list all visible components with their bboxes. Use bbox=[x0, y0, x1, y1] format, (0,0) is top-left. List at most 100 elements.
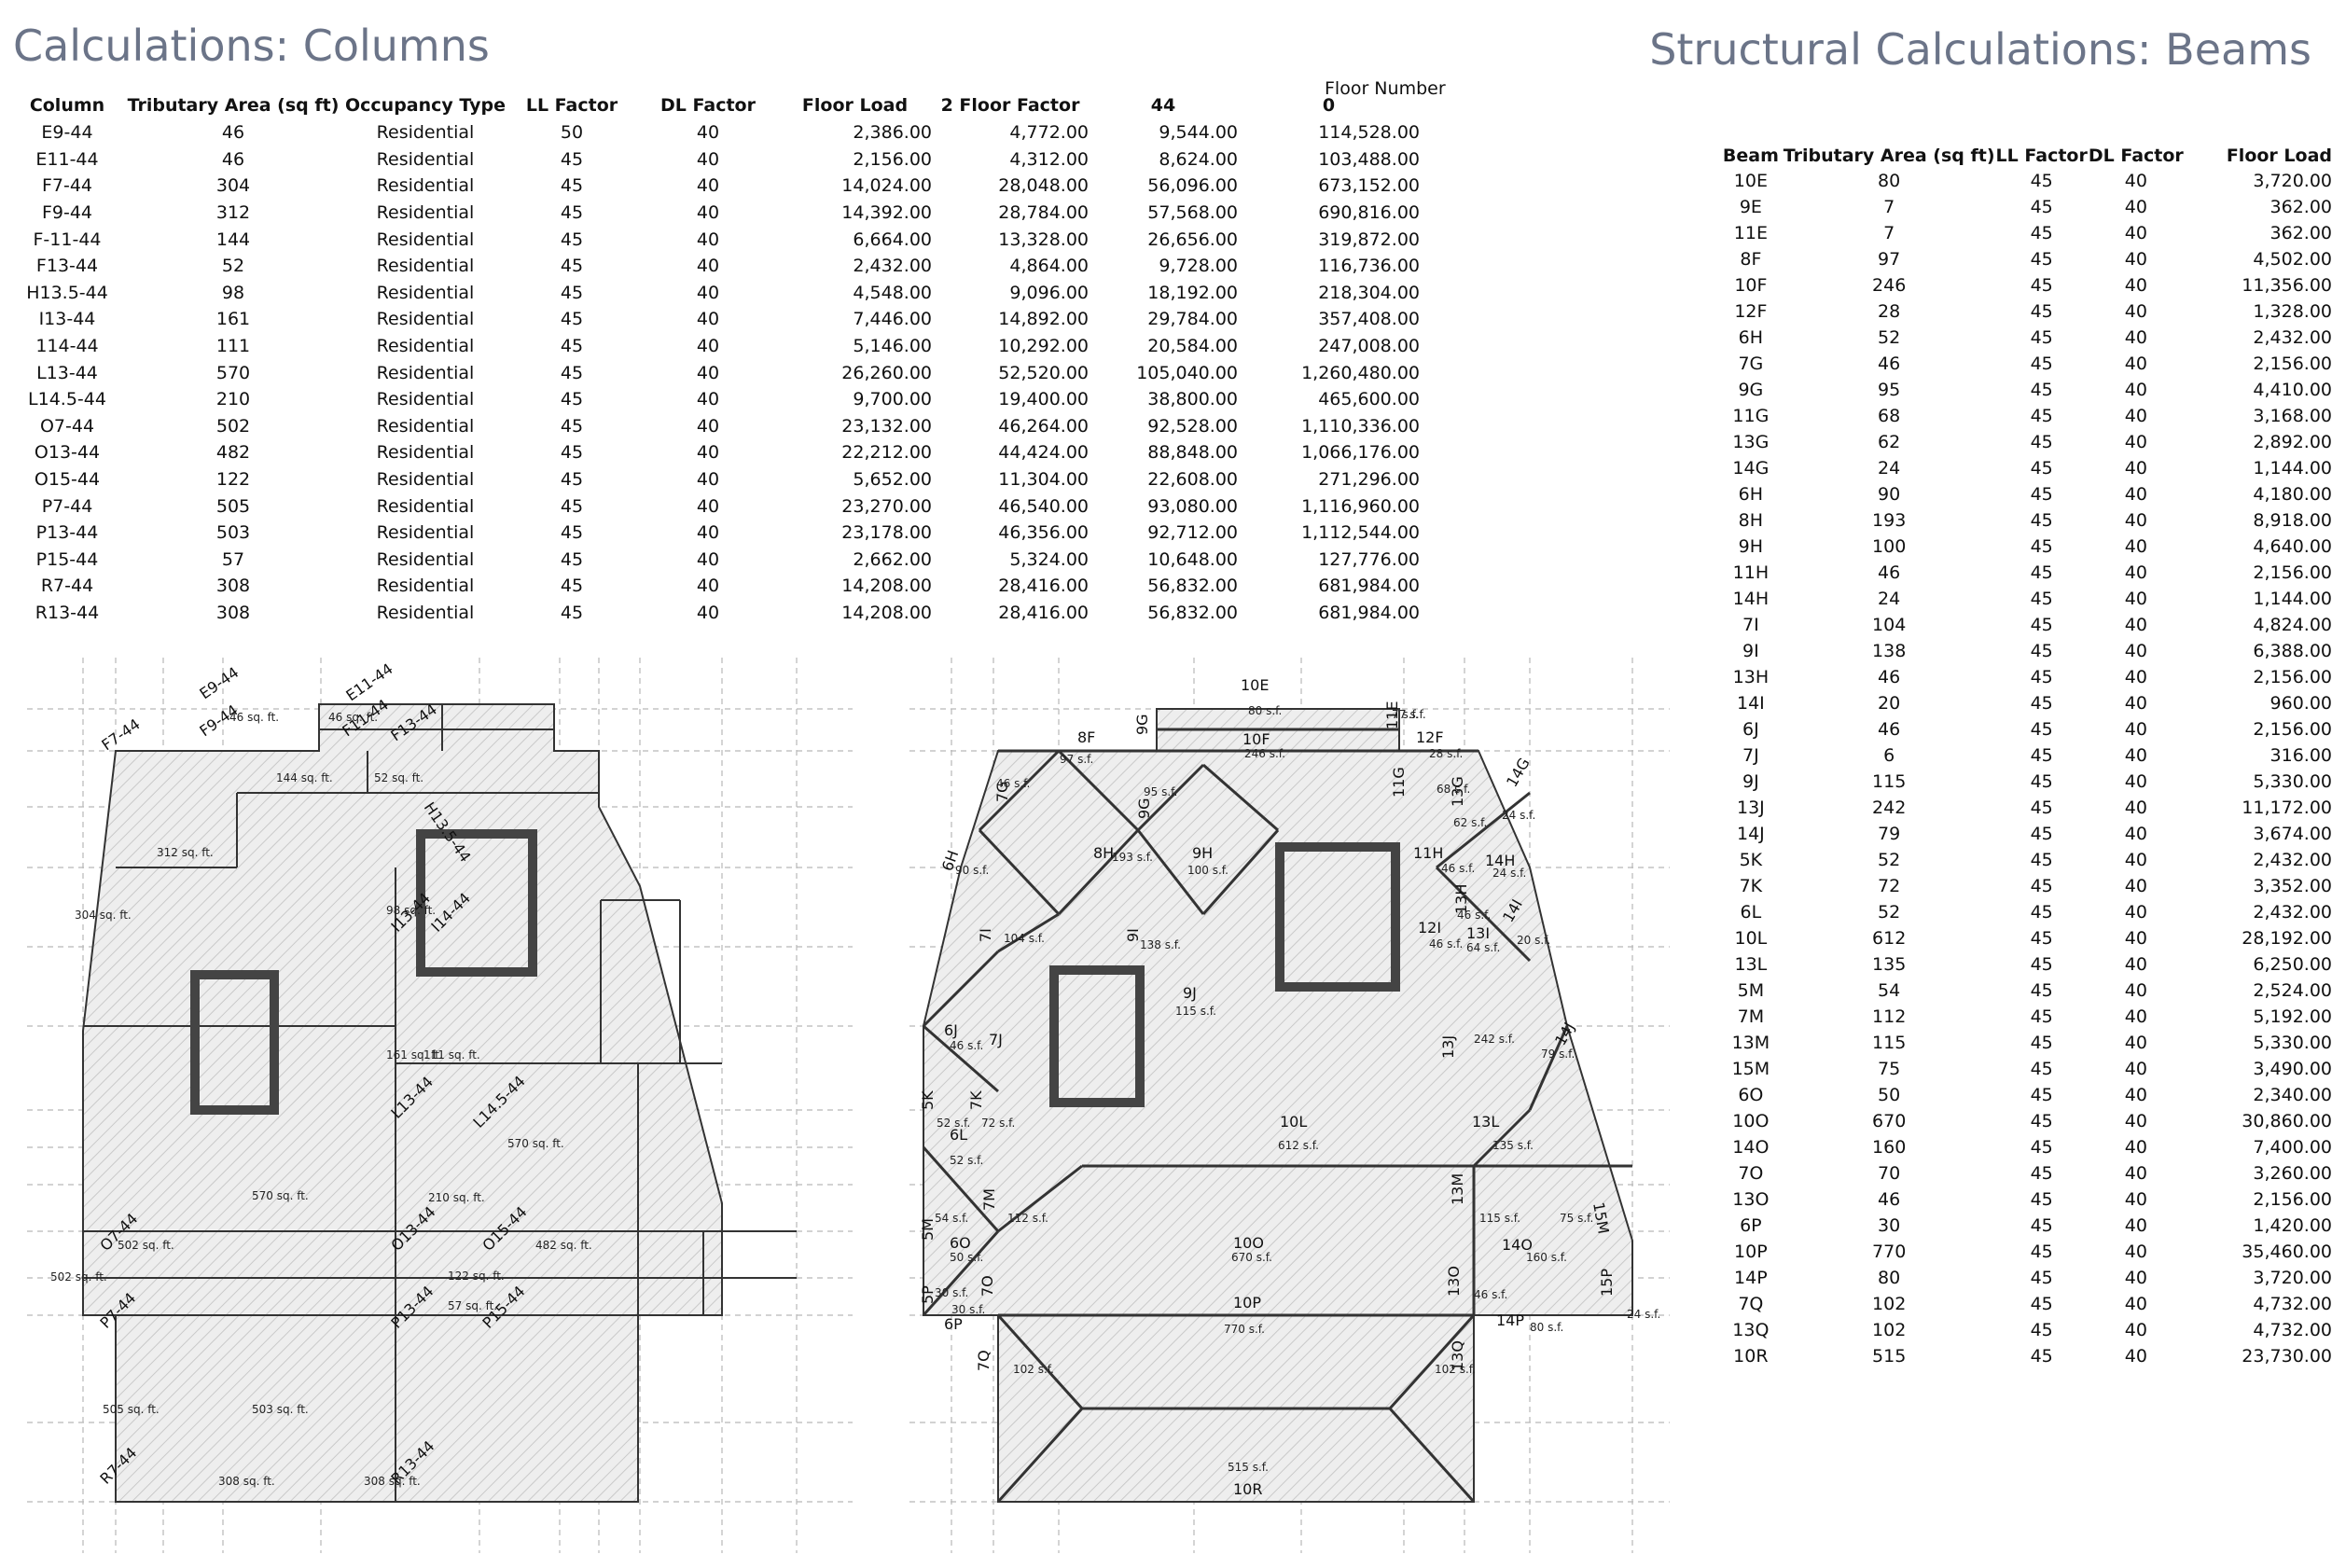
table-cell: 246 bbox=[1872, 275, 1907, 296]
area-label: 144 sq. ft. bbox=[276, 771, 333, 784]
table-cell: 45 bbox=[2030, 902, 2053, 923]
table-cell: 144 bbox=[215, 229, 251, 250]
table-cell: 45 bbox=[560, 336, 584, 357]
table-cell: 15M bbox=[1731, 1059, 1770, 1079]
table-cell: Residential bbox=[376, 309, 475, 330]
table-cell: 45 bbox=[560, 256, 584, 277]
table-cell: 40 bbox=[696, 415, 720, 437]
table-cell: 14O bbox=[1732, 1137, 1770, 1158]
table-cell: 45 bbox=[2030, 798, 2053, 818]
table-cell: O15-44 bbox=[34, 469, 101, 491]
table-cell: 11G bbox=[1732, 406, 1770, 426]
table-cell: 45 bbox=[560, 175, 584, 197]
table-cell: 2,156.00 bbox=[2253, 1189, 2332, 1210]
area-label: 312 sq. ft. bbox=[157, 846, 214, 859]
table-cell: 1,328.00 bbox=[2253, 301, 2332, 322]
table-cell: 14,208.00 bbox=[841, 602, 932, 623]
table-cell: 40 bbox=[2124, 876, 2147, 896]
table-cell: F13-44 bbox=[35, 256, 99, 277]
table-cell: 7O bbox=[1738, 1163, 1764, 1184]
table-cell: 35,460.00 bbox=[2242, 1242, 2332, 1262]
table-cell: 160 bbox=[1872, 1137, 1907, 1158]
table-cell: 9G bbox=[1738, 380, 1764, 400]
table-cell: 45 bbox=[2030, 615, 2053, 635]
table-cell: 80 bbox=[1878, 1268, 1901, 1288]
table-cell: 28,416.00 bbox=[998, 602, 1089, 623]
table-cell: 5M bbox=[1737, 980, 1765, 1001]
beam-label: 9G bbox=[1133, 714, 1151, 735]
table-cell: 40 bbox=[696, 602, 720, 623]
table-cell: 40 bbox=[696, 576, 720, 597]
table-cell: 308 bbox=[215, 602, 251, 623]
beam-label: 6O bbox=[950, 1234, 971, 1252]
table-cell: 3,720.00 bbox=[2253, 171, 2332, 191]
table-cell: 40 bbox=[2124, 275, 2147, 296]
table-cell: E11-44 bbox=[35, 148, 99, 170]
table-cell: 7G bbox=[1738, 354, 1764, 374]
area-label: 304 sq. ft. bbox=[75, 909, 132, 922]
table-cell: 40 bbox=[2124, 327, 2147, 348]
table-cell: 40 bbox=[696, 309, 720, 330]
beams-header-floor-load: Floor Load bbox=[2226, 146, 2332, 166]
area-label: 24 s.f. bbox=[1492, 867, 1526, 880]
area-label: 90 s.f. bbox=[955, 864, 989, 877]
table-cell: 1,144.00 bbox=[2253, 458, 2332, 479]
table-cell: 14,892.00 bbox=[998, 309, 1089, 330]
table-cell: 308 bbox=[215, 576, 251, 597]
columns-title: Calculations: Columns bbox=[13, 21, 490, 71]
area-label: 46 s.f. bbox=[950, 1039, 983, 1052]
area-label: 115 s.f. bbox=[1175, 1005, 1216, 1018]
beams-title: Structural Calculations: Beams bbox=[1649, 24, 2311, 75]
table-cell: 40 bbox=[2124, 1346, 2147, 1367]
table-cell: 90 bbox=[1878, 484, 1901, 505]
table-cell: 100 bbox=[1872, 536, 1907, 557]
beam-label: 14O bbox=[1502, 1236, 1533, 1254]
table-cell: 40 bbox=[2124, 1242, 2147, 1262]
table-cell: 8,624.00 bbox=[1159, 148, 1238, 170]
area-label: 242 s.f. bbox=[1474, 1033, 1515, 1046]
table-cell: 4,502.00 bbox=[2253, 249, 2332, 270]
table-cell: 14P bbox=[1734, 1268, 1768, 1288]
table-cell: 40 bbox=[696, 122, 720, 144]
table-cell: 40 bbox=[2124, 458, 2147, 479]
table-cell: 45 bbox=[2030, 1346, 2053, 1367]
area-label: 80 s.f. bbox=[1530, 1321, 1563, 1334]
table-cell: F9-44 bbox=[41, 202, 93, 224]
table-cell: 45 bbox=[2030, 1111, 2053, 1131]
table-cell: 8,918.00 bbox=[2253, 510, 2332, 531]
table-cell: 3,260.00 bbox=[2253, 1163, 2332, 1184]
table-cell: P7-44 bbox=[41, 495, 93, 517]
table-cell: 45 bbox=[2030, 327, 2053, 348]
area-label: 46 s.f. bbox=[1474, 1288, 1507, 1301]
table-cell: 40 bbox=[696, 336, 720, 357]
table-cell: 104 bbox=[1872, 615, 1907, 635]
table-cell: 45 bbox=[560, 548, 584, 570]
table-cell: 9,700.00 bbox=[853, 389, 932, 410]
table-cell: 45 bbox=[560, 202, 584, 224]
table-cell: 5,330.00 bbox=[2253, 1033, 2332, 1053]
area-label: 570 sq. ft. bbox=[507, 1137, 564, 1150]
area-label: 80 s.f. bbox=[1248, 704, 1282, 717]
table-cell: 2,662.00 bbox=[853, 548, 932, 570]
beams-header-tributary-area-sq-ft: Tributary Area (sq ft) bbox=[1783, 146, 1995, 166]
table-cell: 9E bbox=[1739, 197, 1762, 217]
table-cell: 13G bbox=[1732, 432, 1770, 452]
table-cell: Residential bbox=[376, 495, 475, 517]
beam-label: 5K bbox=[919, 1090, 937, 1110]
table-cell: 13L bbox=[1734, 954, 1768, 975]
table-cell: 40 bbox=[696, 256, 720, 277]
beam-label: 9G bbox=[1135, 798, 1153, 819]
